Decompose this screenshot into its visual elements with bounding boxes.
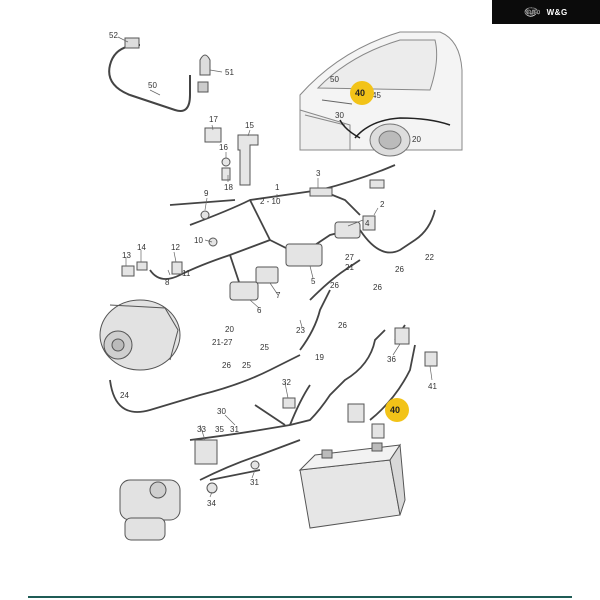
brand-name: W&G	[546, 7, 568, 17]
connector-2b	[362, 215, 376, 231]
components	[121, 179, 438, 494]
label-12: 12	[171, 243, 180, 252]
label-30-b: 30	[335, 111, 344, 120]
label-15: 15	[245, 121, 254, 130]
label-3: 3	[316, 169, 321, 178]
label-13: 13	[122, 251, 131, 260]
label-52: 52	[109, 31, 118, 40]
label-16: 16	[219, 143, 228, 152]
label-2-10: 2 - 10	[260, 197, 281, 206]
label-9: 9	[204, 189, 209, 198]
footer-divider	[28, 596, 572, 598]
module-6	[229, 281, 259, 301]
label-26-d: 26	[338, 321, 347, 330]
label-26-c: 26	[373, 283, 382, 292]
bracket-15	[204, 127, 259, 186]
label-26-e: 26	[222, 361, 231, 370]
clip-13	[121, 265, 135, 277]
label-19: 19	[315, 353, 324, 362]
brand-badge: ௵ W&G	[492, 0, 600, 24]
label-33: 33	[197, 425, 206, 434]
callout-40-top-label: 40	[355, 88, 365, 98]
callout-40-bottom-label: 40	[390, 405, 400, 415]
callout-40-bottom	[385, 398, 409, 422]
label-1: 1	[275, 183, 280, 192]
label-2: 2	[380, 200, 385, 209]
label-23: 23	[296, 326, 305, 335]
module-7	[255, 266, 279, 284]
bracket-33	[194, 439, 218, 465]
harness-lines	[109, 164, 436, 481]
label-11: 11	[182, 269, 191, 278]
label-26-a: 26	[395, 265, 404, 274]
clip-12	[171, 261, 183, 275]
label-31-b: 31	[250, 478, 259, 487]
part-labels: 52 50 51 17 15 16 18 3 9 1 2 - 10 4 2 10…	[109, 31, 437, 508]
label-34: 34	[207, 499, 216, 508]
label-31-a: 31	[230, 425, 239, 434]
label-20-a: 20	[225, 325, 234, 334]
label-21: 21	[345, 263, 354, 272]
alternator	[99, 299, 181, 371]
label-36: 36	[387, 355, 396, 364]
module-5	[285, 243, 323, 267]
terminal-39	[347, 403, 365, 423]
nut-34	[206, 482, 218, 494]
label-8: 8	[165, 278, 170, 287]
label-41: 41	[428, 382, 437, 391]
clip-10	[208, 237, 218, 247]
label-25-a: 25	[260, 343, 269, 352]
module-4	[334, 221, 361, 239]
label-24: 24	[120, 391, 129, 400]
label-6: 6	[257, 306, 262, 315]
car-illustration	[299, 31, 463, 157]
label-5: 5	[311, 277, 316, 286]
starter-motor	[119, 479, 181, 541]
connector-2	[369, 179, 385, 189]
label-18: 18	[224, 183, 233, 192]
clamp-36	[394, 327, 410, 345]
label-32: 32	[282, 378, 291, 387]
label-45: 45	[372, 91, 381, 100]
clamp-41	[424, 351, 438, 367]
label-7: 7	[276, 291, 281, 300]
label-10: 10	[194, 236, 203, 245]
clip-9	[200, 210, 210, 220]
connector-3	[309, 187, 333, 197]
label-35: 35	[215, 425, 224, 434]
label-4: 4	[365, 219, 370, 228]
terminal-40	[371, 423, 385, 439]
nut-31	[250, 460, 260, 470]
leader-lines	[117, 36, 433, 498]
harness-50	[108, 37, 211, 112]
clip-32	[282, 397, 296, 409]
clip-14	[136, 261, 148, 271]
label-22: 22	[425, 253, 434, 262]
callouts: 40 40	[350, 81, 409, 422]
label-20-b: 20	[412, 135, 421, 144]
battery	[298, 442, 406, 529]
label-50-b: 50	[330, 75, 339, 84]
label-21-27: 21-27	[212, 338, 233, 347]
label-30: 30	[217, 407, 226, 416]
label-50: 50	[148, 81, 157, 90]
label-25-b: 25	[242, 361, 251, 370]
brand-logo-icon: ௵	[524, 6, 541, 16]
callout-40-top	[350, 81, 374, 105]
label-17: 17	[209, 115, 218, 124]
label-27: 27	[345, 253, 354, 262]
label-26-b: 26	[330, 281, 339, 290]
label-14: 14	[137, 243, 146, 252]
label-51: 51	[225, 68, 234, 77]
